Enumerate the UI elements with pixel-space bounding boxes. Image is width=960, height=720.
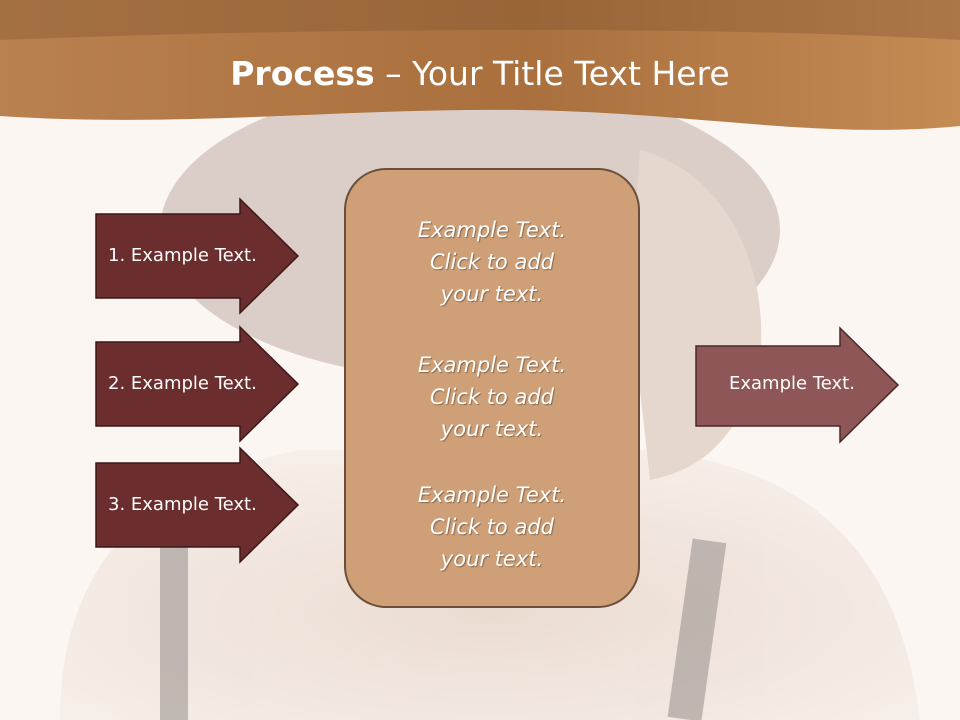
right-arrow-label[interactable]: Example Text. (729, 373, 855, 394)
title-bold: Process (230, 54, 375, 93)
right-arrow (695, 326, 900, 444)
left-arrow-3 (95, 446, 300, 564)
left-arrow-3-label[interactable]: 3. Example Text. (108, 494, 257, 515)
left-arrow-2 (95, 325, 300, 443)
header-band (0, 0, 960, 130)
title-rest: – Your Title Text Here (374, 54, 730, 93)
left-arrow-2-label[interactable]: 2. Example Text. (108, 373, 257, 394)
slide-title[interactable]: Process – Your Title Text Here (0, 52, 960, 96)
center-paragraph-2: Example Text. Click to add your text. (417, 353, 567, 441)
center-paragraph-3: Example Text. Click to add your text. (417, 483, 567, 571)
center-paragraph-1: Example Text. Click to add your text. (417, 218, 567, 306)
left-arrow-1 (95, 197, 300, 315)
left-arrow-1-label[interactable]: 1. Example Text. (108, 245, 257, 266)
center-text-box[interactable]: Example Text. Click to add your text. Ex… (344, 168, 640, 608)
